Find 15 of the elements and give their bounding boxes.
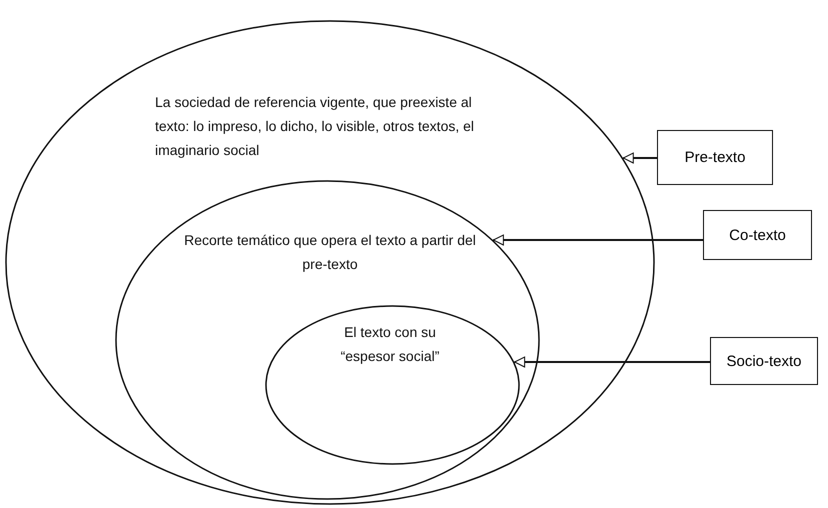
label-box bbox=[657, 130, 773, 185]
arrow bbox=[492, 234, 703, 246]
label-box bbox=[703, 210, 812, 260]
ellipse-region bbox=[265, 305, 520, 465]
region-text: La sociedad de referencia vigente, que preexiste al texto: lo impreso, lo dicho, lo visible, otros textos, el imaginario social bbox=[155, 93, 476, 160]
label-box bbox=[710, 337, 818, 385]
ellipse-region bbox=[5, 20, 655, 505]
box-label: Pre-texto bbox=[684, 149, 746, 166]
region-text: El texto con su “espesor social” bbox=[340, 323, 440, 366]
ellipse-region bbox=[115, 180, 540, 500]
arrow bbox=[622, 152, 657, 164]
box-label: Co-texto bbox=[729, 226, 786, 244]
box-label: Socio-texto bbox=[726, 352, 802, 370]
region-text: Recorte temático que opera el texto a partir del pre-texto bbox=[183, 231, 477, 274]
arrow bbox=[514, 356, 710, 368]
